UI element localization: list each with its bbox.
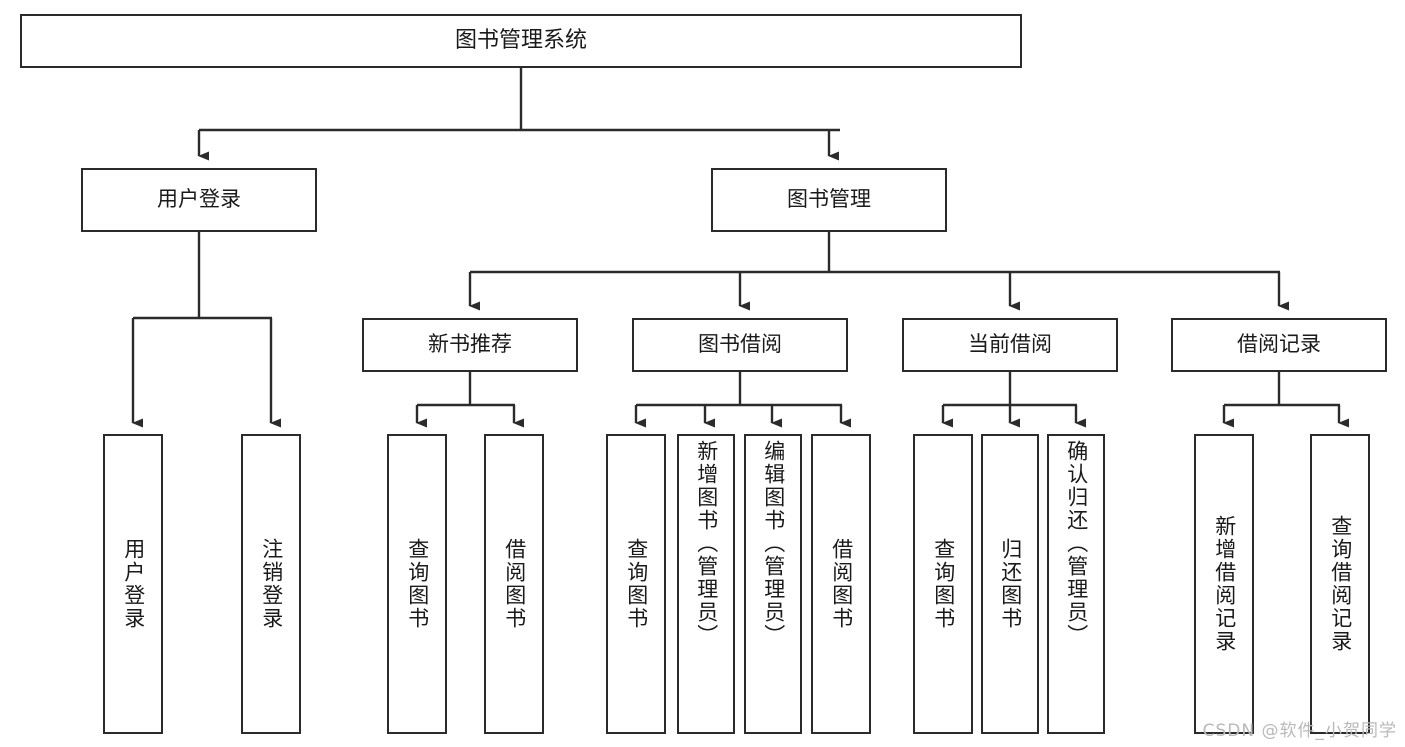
node-label: 注销登录 [259, 538, 284, 630]
leaf-user-login-login[interactable]: 用户登录 [103, 434, 163, 734]
node-label: 新增借阅记录 [1212, 515, 1237, 653]
node-label: 确认归还（管理员） [1064, 440, 1089, 647]
node-new-book-recommend[interactable]: 新书推荐 [362, 318, 578, 372]
node-book-management[interactable]: 图书管理 [711, 168, 947, 232]
csdn-watermark: CSDN @软件_小贺同学 [1202, 721, 1397, 741]
leaf-book-borrow-borrow-book[interactable]: 借阅图书 [811, 434, 871, 734]
node-label: 当前借阅 [968, 332, 1052, 357]
node-label: 用户登录 [157, 187, 241, 212]
node-book-borrow[interactable]: 图书借阅 [632, 318, 848, 372]
node-label: 借阅图书 [502, 538, 527, 630]
leaf-current-borrow-confirm-return[interactable]: 确认归还（管理员） [1047, 434, 1105, 734]
node-label: 图书管理 [787, 187, 871, 212]
leaf-user-login-logout[interactable]: 注销登录 [241, 434, 301, 734]
leaf-borrow-record-query-record[interactable]: 查询借阅记录 [1310, 434, 1370, 734]
node-label: 查询借阅记录 [1328, 515, 1353, 653]
leaf-borrow-record-add-record[interactable]: 新增借阅记录 [1194, 434, 1254, 734]
node-label: 归还图书 [998, 538, 1023, 630]
leaf-new-book-borrow-book[interactable]: 借阅图书 [484, 434, 544, 734]
node-label: 新书推荐 [428, 332, 512, 357]
node-user-login[interactable]: 用户登录 [81, 168, 317, 232]
leaf-book-borrow-query-book[interactable]: 查询图书 [606, 434, 666, 734]
leaf-current-borrow-query-book[interactable]: 查询图书 [913, 434, 973, 734]
node-label: 图书管理系统 [454, 27, 587, 53]
node-borrow-record[interactable]: 借阅记录 [1171, 318, 1387, 372]
node-root-library-system[interactable]: 图书管理系统 [20, 14, 1022, 68]
leaf-new-book-query-book[interactable]: 查询图书 [387, 434, 447, 734]
node-label: 新增图书（管理员） [694, 440, 719, 647]
node-label: 查询图书 [405, 538, 430, 630]
node-label: 用户登录 [121, 538, 146, 630]
leaf-book-borrow-edit-book[interactable]: 编辑图书（管理员） [744, 434, 802, 734]
leaf-current-borrow-return-book[interactable]: 归还图书 [981, 434, 1039, 734]
node-label: 编辑图书（管理员） [761, 440, 786, 647]
node-label: 借阅图书 [829, 538, 854, 630]
node-label: 查询图书 [624, 538, 649, 630]
node-current-borrow[interactable]: 当前借阅 [902, 318, 1118, 372]
leaf-book-borrow-add-book[interactable]: 新增图书（管理员） [677, 434, 735, 734]
node-label: 借阅记录 [1237, 332, 1321, 357]
node-label: 图书借阅 [698, 332, 782, 357]
node-label: 查询图书 [931, 538, 956, 630]
